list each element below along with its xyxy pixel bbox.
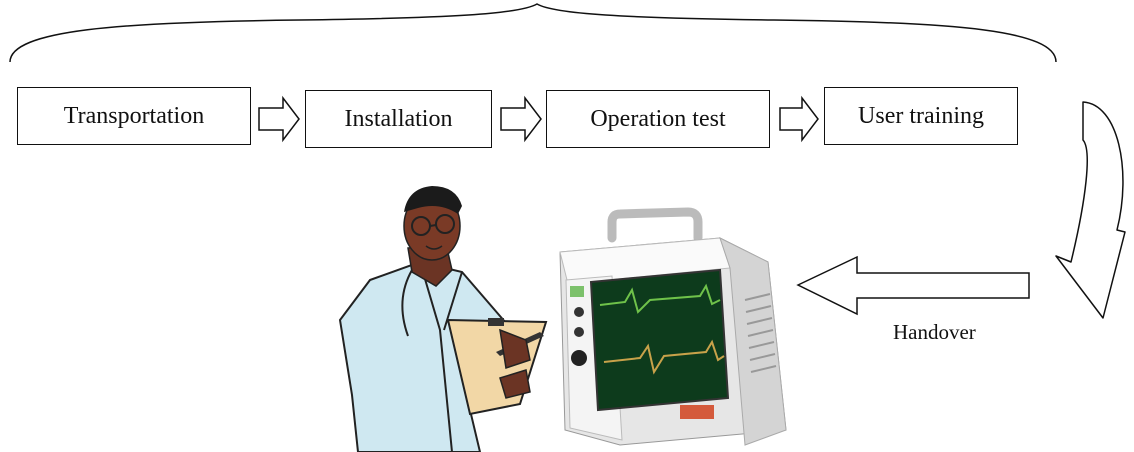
curved-arrow-icon (1055, 101, 1126, 319)
handover-label: Handover (893, 320, 976, 344)
step-installation: Installation (305, 90, 492, 148)
step-label: Transportation (63, 102, 205, 129)
step-user-training: User training (824, 87, 1018, 145)
right-arrow-icon (500, 95, 542, 143)
right-arrow-icon (779, 95, 819, 143)
doctor-illustration-icon (338, 186, 548, 452)
step-label: Installation (344, 105, 453, 132)
right-arrow-icon (258, 95, 300, 143)
patient-monitor-icon (559, 207, 787, 446)
curly-brace-icon (9, 3, 1057, 63)
step-transportation: Transportation (17, 87, 251, 145)
step-label: Operation test (590, 105, 726, 132)
step-operation-test: Operation test (546, 90, 770, 148)
left-arrow-icon (796, 255, 1030, 316)
step-label: User training (858, 102, 984, 129)
